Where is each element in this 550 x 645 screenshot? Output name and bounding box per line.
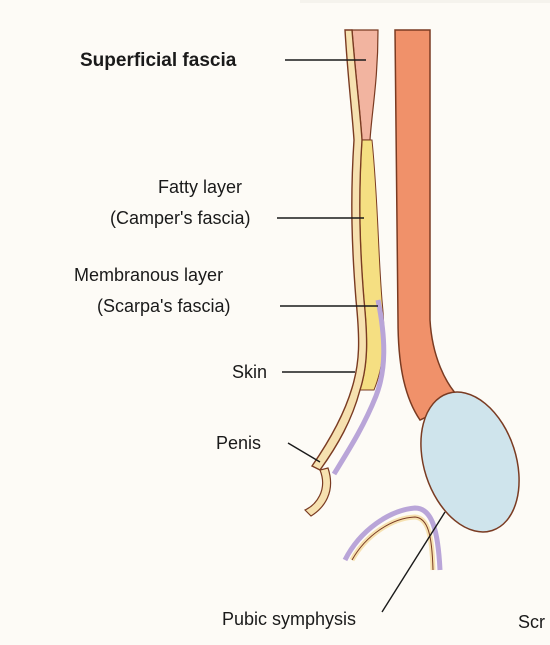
label-campers-fascia: (Camper's fascia) (110, 208, 250, 228)
label-skin: Skin (232, 362, 267, 382)
label-scarpas-fascia: (Scarpa's fascia) (97, 296, 230, 316)
bleed-through-text (300, 0, 550, 3)
label-scrotum-partial: Scr (518, 612, 545, 632)
membranous-layer-shape (331, 299, 387, 476)
scrotum-shape (420, 391, 520, 533)
penis-leader (287, 442, 321, 463)
label-superficial-fascia: Superficial fascia (80, 50, 237, 71)
label-pubic-symphysis: Pubic symphysis (222, 609, 356, 629)
penis-layers-shape (303, 467, 332, 517)
label-fatty-layer: Fatty layer (158, 177, 242, 197)
label-penis: Penis (216, 433, 261, 453)
label-membranous-layer: Membranous layer (74, 265, 223, 285)
muscle-band (394, 29, 464, 421)
skin-layer-shape (310, 29, 368, 471)
pubic-symphysis-leader (381, 511, 446, 613)
pubic-arch-shape (342, 505, 443, 571)
